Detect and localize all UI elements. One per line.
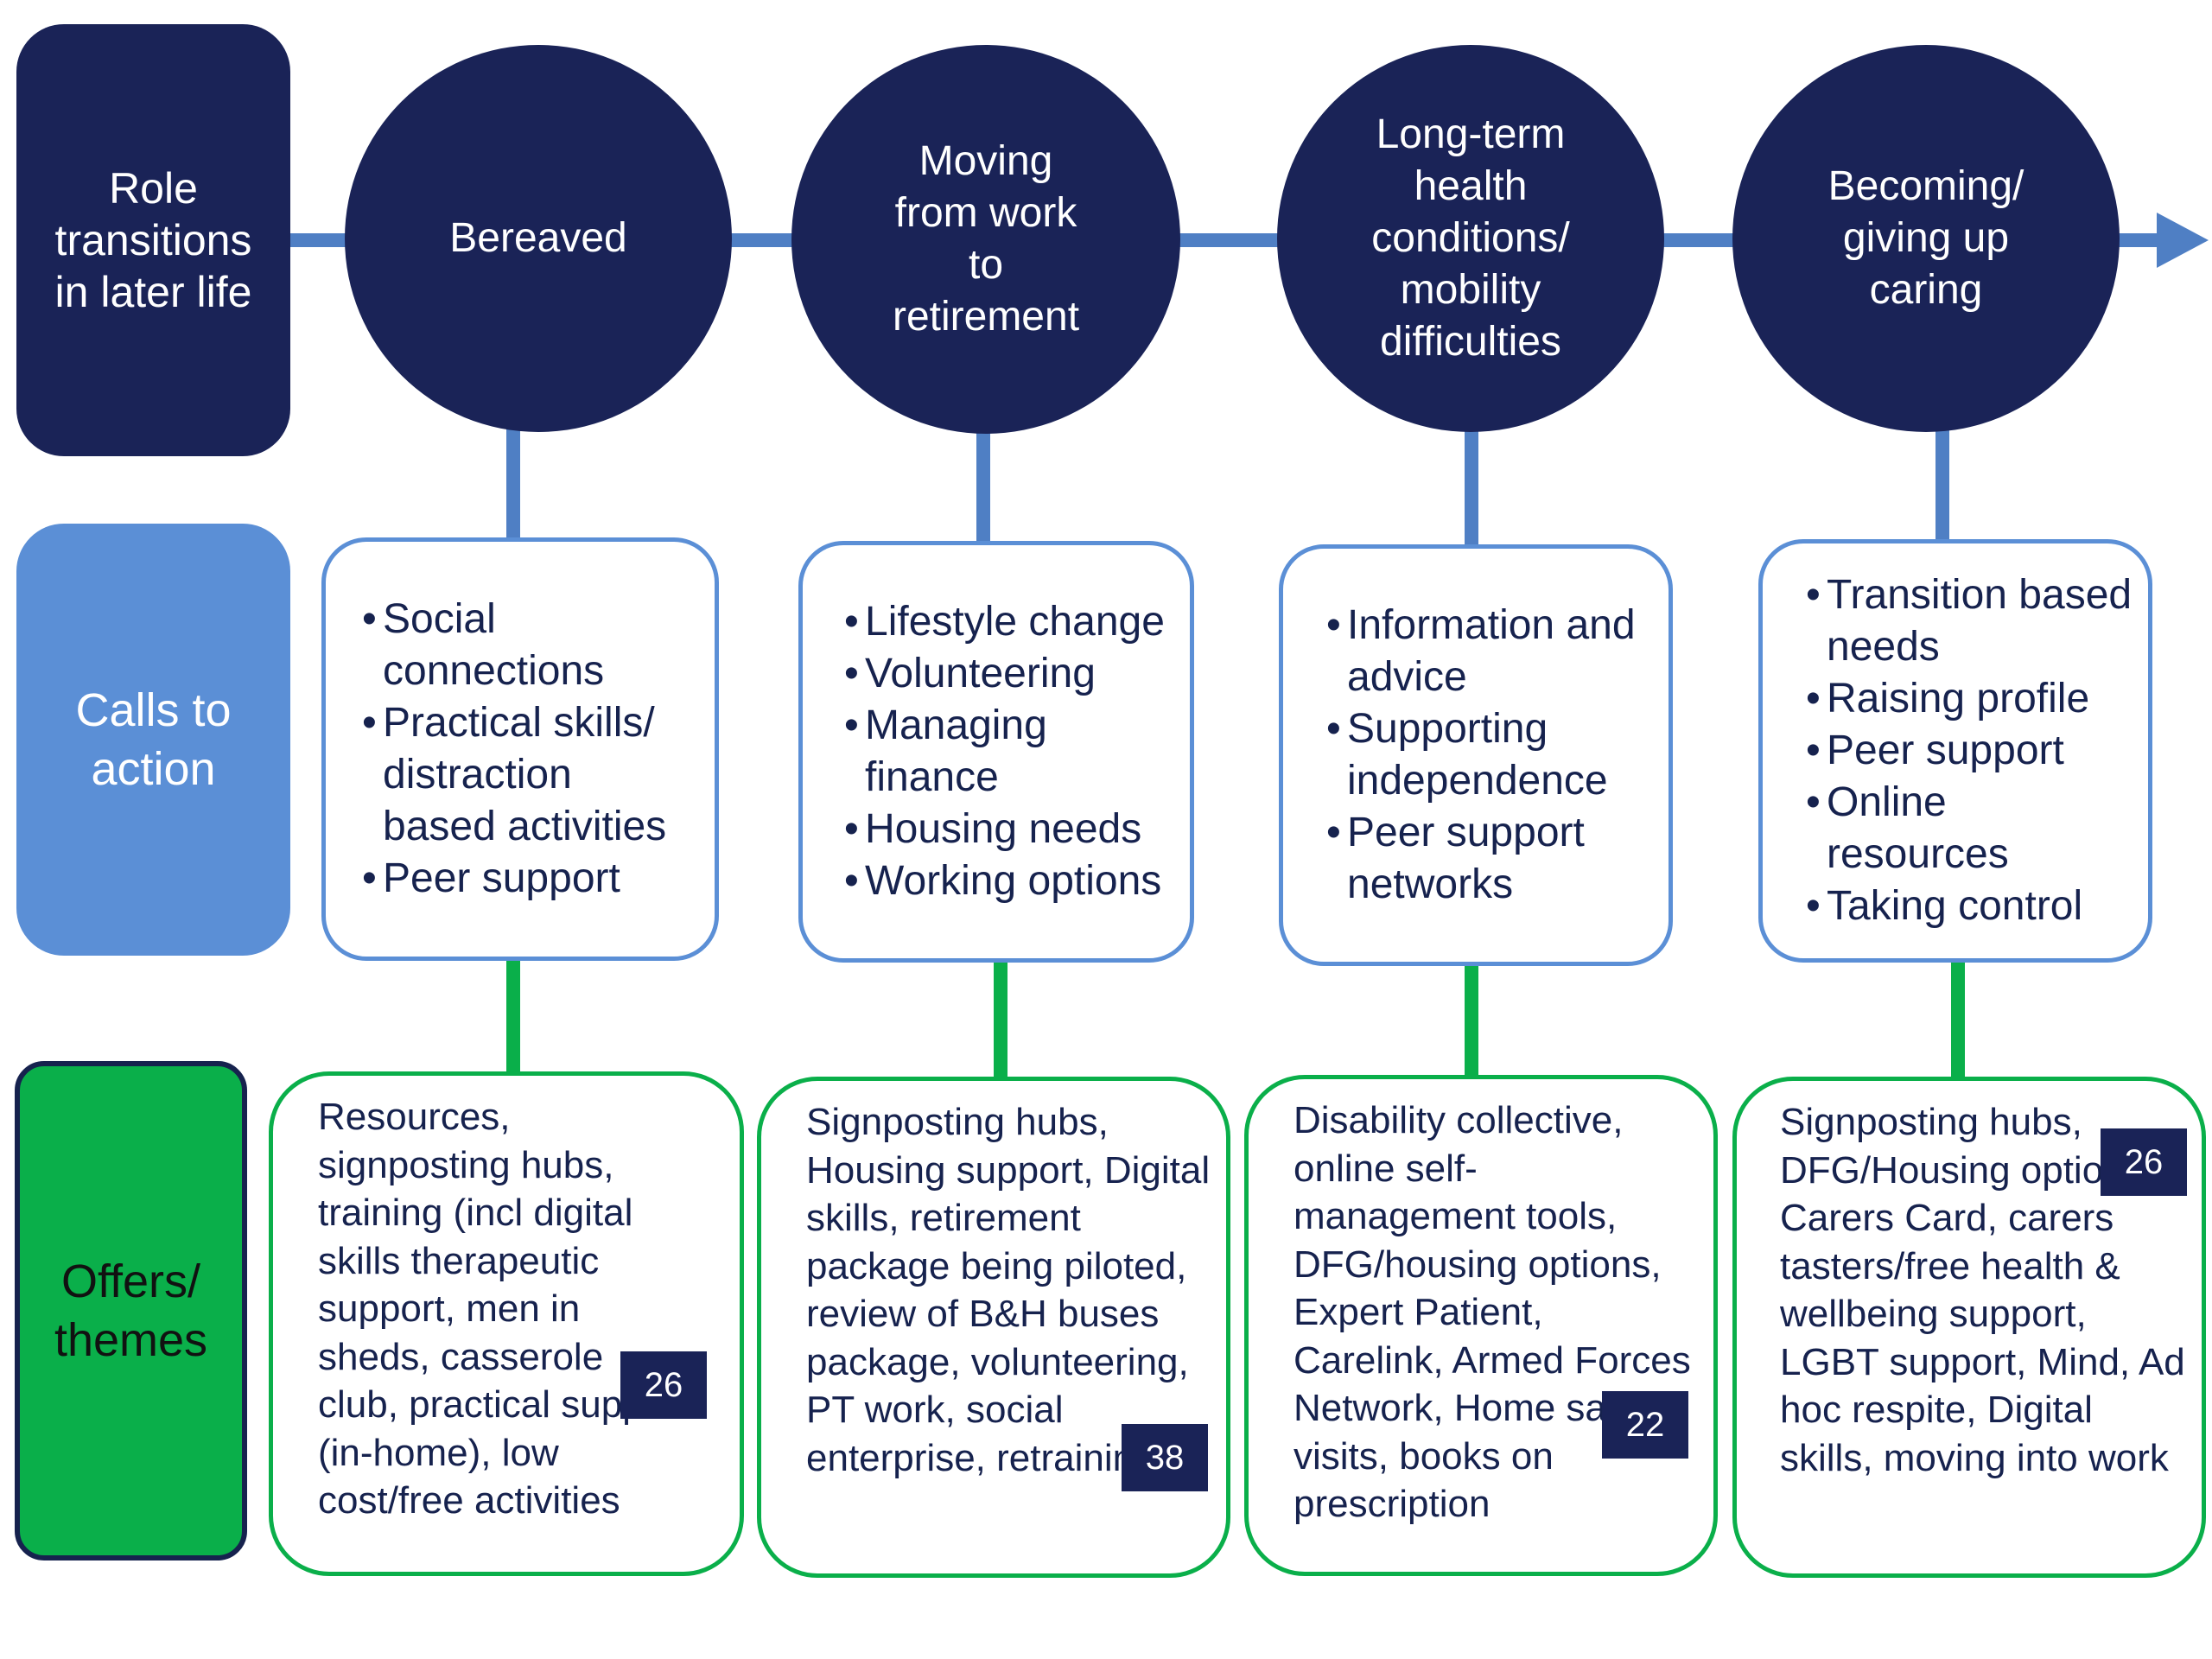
calls-list-retirement: Lifestyle change Volunteering Managing f… — [844, 596, 1173, 907]
calls-item: Information and advice — [1326, 600, 1655, 703]
calls-box-caring: Transition based needs Raising profile P… — [1758, 539, 2152, 963]
count-badge-caring: 26 — [2101, 1128, 2187, 1196]
calls-item: Peer support networks — [1326, 807, 1655, 911]
calls-item: Housing needs — [844, 804, 1173, 855]
count-badge-health-conditions: 22 — [1602, 1391, 1688, 1459]
calls-item: Online resources — [1806, 777, 2134, 880]
offers-text-retirement: Signposting hubs, Housing support, Digit… — [806, 1101, 1211, 1479]
calls-item: Practical skills/ distraction based acti… — [362, 697, 695, 853]
offers-box-health-conditions: Disability collective, online self-manag… — [1244, 1075, 1718, 1576]
transition-circle-health-conditions: Long-term health conditions/ mobility di… — [1277, 45, 1664, 432]
row-label-offers-themes-text: Offers/ themes — [54, 1255, 208, 1366]
calls-item: Managing finance — [844, 700, 1173, 804]
transition-title-bereaved: Bereaved — [449, 215, 627, 261]
count-badge-caring-value: 26 — [2124, 1142, 2164, 1181]
calls-box-retirement: Lifestyle change Volunteering Managing f… — [798, 541, 1194, 963]
calls-item: Transition based needs — [1806, 569, 2134, 673]
calls-list-caring: Transition based needs Raising profile P… — [1806, 569, 2134, 932]
count-badge-bereaved-value: 26 — [644, 1365, 683, 1404]
offers-box-retirement: Signposting hubs, Housing support, Digit… — [757, 1077, 1230, 1578]
transition-title-health-conditions: Long-term health conditions/ mobility di… — [1371, 111, 1570, 365]
calls-item: Volunteering — [844, 648, 1173, 700]
calls-item: Taking control — [1806, 880, 2134, 932]
row-label-calls-to-action-text: Calls to action — [75, 684, 232, 795]
calls-item: Working options — [844, 855, 1173, 907]
transition-title-caring: Becoming/ giving up caring — [1827, 163, 2024, 313]
transition-circle-bereaved: Bereaved — [345, 45, 732, 432]
offers-text-caring: Signposting hubs, DFG/Housing options, C… — [1780, 1101, 2185, 1479]
calls-box-bereaved: Social connections Practical skills/ dis… — [321, 537, 719, 961]
timeline-arrowhead — [2157, 213, 2209, 268]
row-label-role-transitions-text: Role transitions in later life — [54, 164, 252, 316]
count-badge-retirement-value: 38 — [1145, 1438, 1185, 1477]
offers-text-health-conditions: Disability collective, online self-manag… — [1294, 1099, 1691, 1525]
calls-item: Supporting independence — [1326, 703, 1655, 807]
count-badge-bereaved: 26 — [620, 1351, 707, 1419]
row-label-offers-themes: Offers/ themes — [15, 1061, 247, 1560]
calls-item: Raising profile — [1806, 673, 2134, 725]
calls-box-health-conditions: Information and advice Supporting indepe… — [1279, 544, 1673, 966]
calls-item: Social connections — [362, 594, 695, 697]
count-badge-retirement: 38 — [1122, 1424, 1208, 1491]
transition-title-retirement: Moving from work to retirement — [892, 138, 1080, 340]
row-label-calls-to-action: Calls to action — [16, 524, 290, 956]
offers-box-bereaved: Resources, signposting hubs, training (i… — [269, 1071, 744, 1576]
calls-item: Peer support — [1806, 725, 2134, 777]
transition-circle-retirement: Moving from work to retirement — [791, 45, 1180, 434]
calls-item: Peer support — [362, 853, 695, 905]
calls-list-bereaved: Social connections Practical skills/ dis… — [362, 594, 695, 905]
transition-circle-caring: Becoming/ giving up caring — [1732, 45, 2120, 432]
row-label-role-transitions: Role transitions in later life — [16, 24, 290, 456]
count-badge-health-conditions-value: 22 — [1625, 1405, 1665, 1444]
offers-box-caring: Signposting hubs, DFG/Housing options, C… — [1732, 1077, 2206, 1578]
offers-text-bereaved: Resources, signposting hubs, training (i… — [318, 1096, 688, 1522]
calls-item: Lifestyle change — [844, 596, 1173, 648]
calls-list-health-conditions: Information and advice Supporting indepe… — [1326, 600, 1655, 911]
